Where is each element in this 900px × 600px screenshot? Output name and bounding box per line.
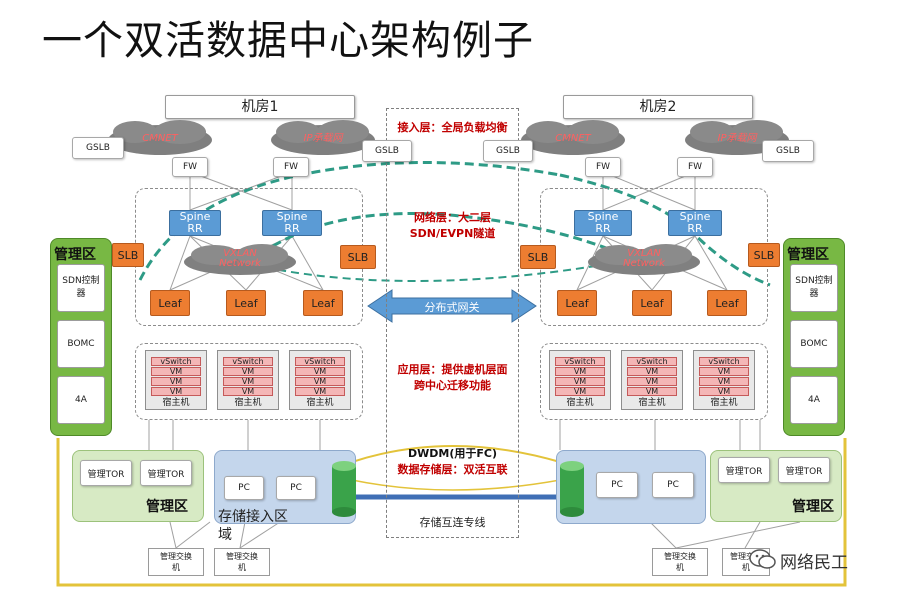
storage-cylinder-2 <box>560 461 584 517</box>
mgmt-tor-1a: 管理TOR <box>80 460 132 486</box>
host-2c: vSwitch VM VM VM 宿主机 <box>693 350 755 410</box>
bomc-left: BOMC <box>57 320 105 368</box>
leaf-2b: Leaf <box>632 290 672 316</box>
gslb-box-1b: GSLB <box>362 140 412 162</box>
mgmt-zone-bottom-2-title: 管理区 <box>792 499 834 515</box>
mgmt-zone-left-title: 管理区 <box>54 247 96 263</box>
vxlan-cloud-1 <box>184 244 296 275</box>
network-layer-label: 网络层：大二层 SDN/EVPN隧道 <box>409 211 496 240</box>
vxlan-cloud-2 <box>588 244 700 275</box>
wechat-icon <box>749 549 776 569</box>
fw-box-2b: FW <box>677 157 713 177</box>
gslb-box-1a: GSLB <box>72 137 124 159</box>
sdn-controller-left: SDN控制器 <box>57 264 105 312</box>
room1-compute-zone <box>135 343 363 420</box>
mgmt-switch-1a: 管理交换机 <box>148 548 204 576</box>
cmnet-label-2: CMNET <box>555 133 591 144</box>
ip-cloud-1 <box>271 120 375 155</box>
mgmt-switch-2a: 管理交换机 <box>652 548 708 576</box>
app-layer-label: 应用层：提供虚机层面 跨中心迁移功能 <box>397 363 508 392</box>
host-1b: vSwitch VM VM VM 宿主机 <box>217 350 279 410</box>
slb-box-1b: SLB <box>340 245 376 269</box>
tunnel-lower <box>239 261 621 282</box>
access-layer-label: 接入层：全局负载均衡 <box>397 121 508 134</box>
mgmt-zone-bottom-1-title: 管理区 <box>146 499 188 515</box>
slb-box-2a: SLB <box>520 245 556 269</box>
pc-1b: PC <box>276 476 316 500</box>
ip-net-label-2: IP承载网 <box>717 133 757 144</box>
fw-box-1b: FW <box>273 157 309 177</box>
4a-right: 4A <box>790 376 838 424</box>
room2-label: 机房2 <box>563 95 753 119</box>
mgmt-switch-1b: 管理交换机 <box>214 548 270 576</box>
host-2b: vSwitch VM VM VM 宿主机 <box>621 350 683 410</box>
gslb-box-2a: GSLB <box>483 140 533 162</box>
pc-1a: PC <box>224 476 264 500</box>
slb-box-2b: SLB <box>748 243 780 267</box>
cmnet-cloud-1 <box>108 120 212 155</box>
host-1c: vSwitch VM VM VM 宿主机 <box>289 350 351 410</box>
room1-label: 机房1 <box>165 95 355 119</box>
leaf-1c: Leaf <box>303 290 343 316</box>
dwdm-arc-lower <box>351 479 561 491</box>
dist-gateway-arrow <box>367 289 537 323</box>
dist-gateway-label: 分布式网关 <box>424 301 480 314</box>
mgmt-tor-2a: 管理TOR <box>718 457 770 483</box>
slb-box-1a: SLB <box>112 243 144 267</box>
host-2a: vSwitch VM VM VM 宿主机 <box>549 350 611 410</box>
room2-compute-zone <box>540 343 768 420</box>
cmnet-cloud-2 <box>521 120 625 155</box>
leaf-2c: Leaf <box>707 290 747 316</box>
dwdm-label: DWDM(用于FC) <box>408 447 497 460</box>
fw-box-2a: FW <box>585 157 621 177</box>
page-title: 一个双活数据中心架构例子 <box>42 18 534 64</box>
mgmt-loop-line <box>56 438 847 587</box>
storage-access-label-1: 存储接入区域 <box>218 509 288 543</box>
center-column <box>386 108 519 538</box>
leaf-1a: Leaf <box>150 290 190 316</box>
mgmt-tor-2b: 管理TOR <box>778 457 830 483</box>
fw-box-1a: FW <box>172 157 208 177</box>
pc-2b: PC <box>652 472 694 498</box>
gslb-box-2b: GSLB <box>762 140 814 162</box>
leaf-1b: Leaf <box>226 290 266 316</box>
storage-line-label: 存储互连专线 <box>419 516 486 529</box>
leaf-2a: Leaf <box>557 290 597 316</box>
4a-left: 4A <box>57 376 105 424</box>
bomc-right: BOMC <box>790 320 838 368</box>
ip-net-label-1: IP承载网 <box>303 133 343 144</box>
mgmt-zone-right-title: 管理区 <box>787 247 829 263</box>
pc-2a: PC <box>596 472 638 498</box>
mgmt-tor-1b: 管理TOR <box>140 460 192 486</box>
dwdm-arc <box>351 445 561 463</box>
watermark-text: 网络民工 <box>780 553 848 573</box>
storage-cylinder-1 <box>332 461 356 517</box>
storage-layer-label: 数据存储层：双活互联 <box>397 463 508 476</box>
host-1a: vSwitch VM VM VM 宿主机 <box>145 350 207 410</box>
cmnet-label-1: CMNET <box>142 133 178 144</box>
sdn-controller-right: SDN控制器 <box>790 264 838 312</box>
